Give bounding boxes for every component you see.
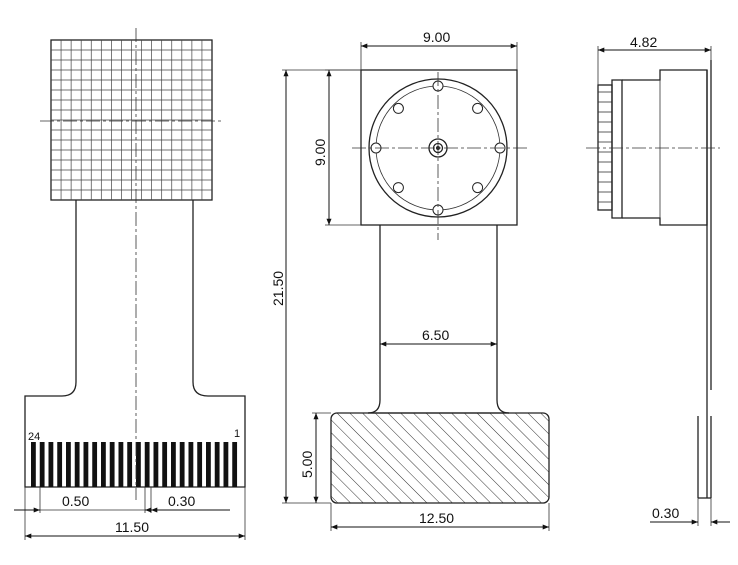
side-holder-body [611,79,623,219]
side-lens-cap [597,84,613,211]
side-lens-ridges [598,91,612,203]
connector-pin [197,442,203,487]
connector-pin [66,442,71,487]
connector-pin [214,442,220,487]
lens-tab [472,102,484,114]
connector-pin [48,442,54,487]
pin-label-24: 24 [28,431,40,443]
connector-pin [171,442,176,487]
connector-pin [92,442,98,487]
connector-pin [223,442,229,487]
connector-pin [206,442,211,487]
stiffener-plate [330,412,550,504]
pin-width-label: 0.30 [168,493,195,509]
connector-pin [136,442,141,487]
pin-pitch-label: 0.50 [62,493,89,509]
total-length-label: 21.50 [270,271,286,306]
back-view: 24 1 0.50 0.30 11.50 [14,28,246,540]
stiffener-length-label: 5.00 [299,451,315,478]
connector-pin [83,442,89,487]
side-view: 4.82 0.30 [586,34,730,526]
module-depth-label: 4.82 [630,34,657,50]
lens-tab [472,182,484,194]
connector-pin [144,442,150,487]
connector-pin [127,442,133,487]
module-body [360,69,518,226]
module-height-label: 9.00 [312,139,328,166]
module-width-label: 9.00 [423,29,450,45]
connector-pin [74,442,80,487]
front-flex-cable [367,225,510,414]
cable-width-label: 6.50 [422,327,449,343]
connector-pin [101,442,106,487]
flex-cable-outline [24,200,246,488]
connector-pins [31,442,238,487]
fpc-thickness-label: 0.30 [652,505,679,521]
connector-pin [153,442,159,487]
pin-label-1: 1 [234,428,240,440]
connector-pin [162,442,168,487]
connector-pin [109,442,115,487]
lens-tab [392,102,404,114]
connector-pin [188,442,194,487]
connector-pin [232,442,238,487]
sensor-back-grid [51,40,212,200]
stiffener-width-label: 12.50 [419,510,454,526]
side-module-body [622,69,708,226]
front-view: 9.00 9.00 21.50 6.50 5.00 12.50 [270,29,550,531]
connector-pin [57,442,63,487]
connector-pin [179,442,185,487]
total-width-label: 11.50 [115,519,149,535]
connector-pin [39,442,45,487]
lens-tab [392,182,404,194]
connector-pin [31,442,36,487]
connector-pin [118,442,124,487]
